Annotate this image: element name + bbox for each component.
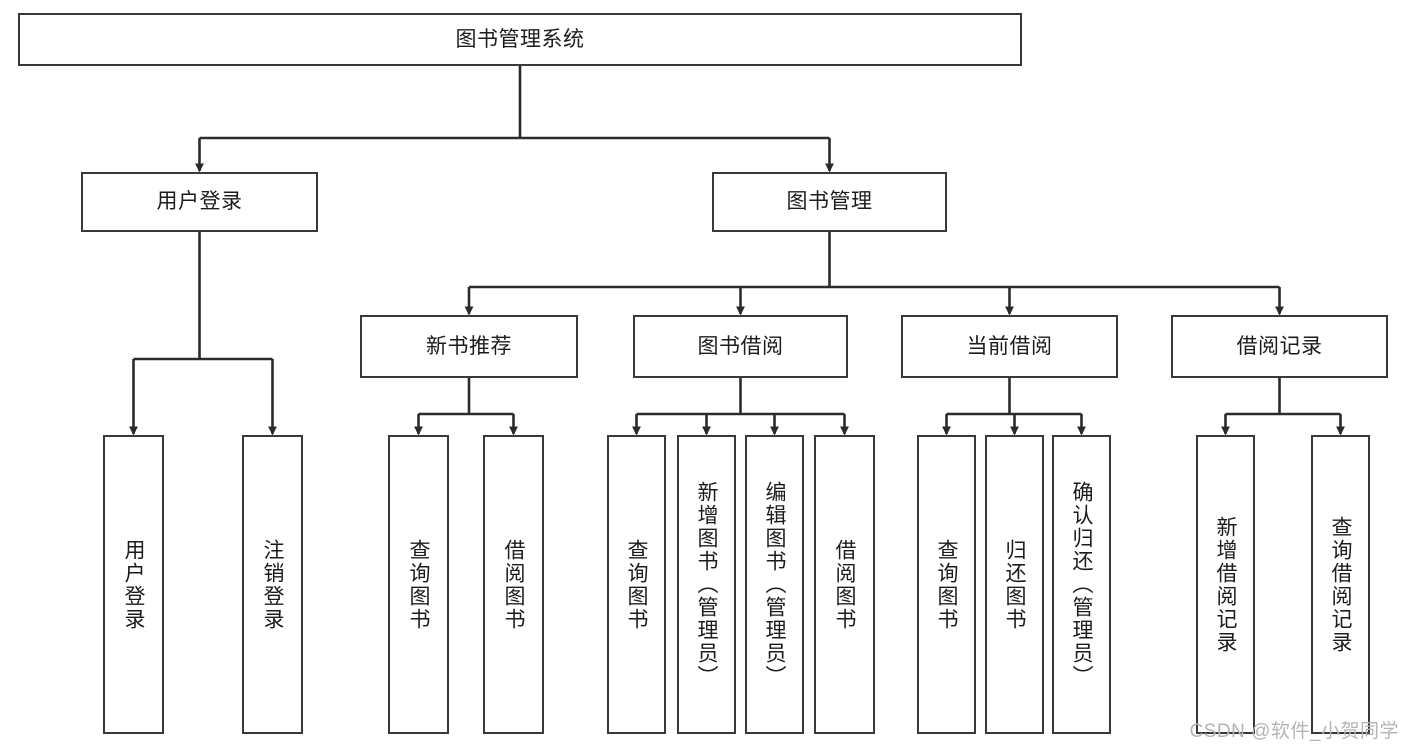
leaf-query-book-b[interactable]: 查询图书 bbox=[607, 435, 666, 734]
leaf-borrow-book-rec[interactable]: 借阅图书 bbox=[483, 435, 544, 734]
leaf-add-record[interactable]: 新增借阅记录 bbox=[1196, 435, 1255, 734]
node-book-borrow-label: 图书借阅 bbox=[697, 334, 784, 358]
leaf-node-label: 编辑图书（管理员） bbox=[763, 481, 786, 688]
leaf-query-record[interactable]: 查询借阅记录 bbox=[1311, 435, 1370, 734]
leaf-return-book[interactable]: 归还图书 bbox=[985, 435, 1044, 734]
leaf-node-label: 新增借阅记录 bbox=[1214, 515, 1237, 654]
leaf-node-label: 查询借阅记录 bbox=[1329, 515, 1352, 654]
leaf-node-label: 查询图书 bbox=[935, 538, 958, 631]
node-user-login[interactable]: 用户登录 bbox=[81, 172, 318, 232]
node-book-borrow[interactable]: 图书借阅 bbox=[633, 315, 848, 378]
node-book-manage[interactable]: 图书管理 bbox=[712, 172, 947, 232]
leaf-node-label: 确认归还（管理员） bbox=[1070, 481, 1093, 688]
leaf-query-book-rec[interactable]: 查询图书 bbox=[388, 435, 449, 734]
leaf-node-label: 新增图书（管理员） bbox=[695, 481, 718, 688]
watermark: CSDN @软件_小贺同学 bbox=[1189, 721, 1399, 742]
leaf-node-label: 查询图书 bbox=[625, 538, 648, 631]
leaf-query-book-c[interactable]: 查询图书 bbox=[917, 435, 976, 734]
leaf-node-label: 借阅图书 bbox=[833, 538, 856, 631]
node-root[interactable]: 图书管理系统 bbox=[18, 13, 1022, 66]
node-borrow-record-label: 借阅记录 bbox=[1236, 334, 1323, 358]
node-user-login-label: 用户登录 bbox=[156, 190, 243, 214]
leaf-add-book[interactable]: 新增图书（管理员） bbox=[677, 435, 736, 734]
node-new-book-recommend[interactable]: 新书推荐 bbox=[360, 315, 578, 378]
leaf-logout[interactable]: 注销登录 bbox=[242, 435, 303, 734]
leaf-edit-book[interactable]: 编辑图书（管理员） bbox=[745, 435, 804, 734]
leaf-node-label: 归还图书 bbox=[1003, 538, 1026, 631]
node-current-borrow-label: 当前借阅 bbox=[966, 334, 1053, 358]
node-current-borrow[interactable]: 当前借阅 bbox=[901, 315, 1118, 378]
node-new-book-recommend-label: 新书推荐 bbox=[426, 334, 512, 358]
leaf-node-label: 查询图书 bbox=[407, 538, 430, 631]
leaf-confirm-return[interactable]: 确认归还（管理员） bbox=[1052, 435, 1111, 734]
leaf-user-login[interactable]: 用户登录 bbox=[103, 435, 164, 734]
leaf-node-label: 借阅图书 bbox=[502, 538, 525, 631]
leaf-borrow-book-b[interactable]: 借阅图书 bbox=[814, 435, 875, 734]
node-borrow-record[interactable]: 借阅记录 bbox=[1171, 315, 1388, 378]
leaf-node-label: 注销登录 bbox=[261, 538, 284, 631]
node-root-label: 图书管理系统 bbox=[455, 27, 585, 51]
node-book-manage-label: 图书管理 bbox=[786, 190, 873, 214]
leaf-node-label: 用户登录 bbox=[122, 538, 145, 631]
